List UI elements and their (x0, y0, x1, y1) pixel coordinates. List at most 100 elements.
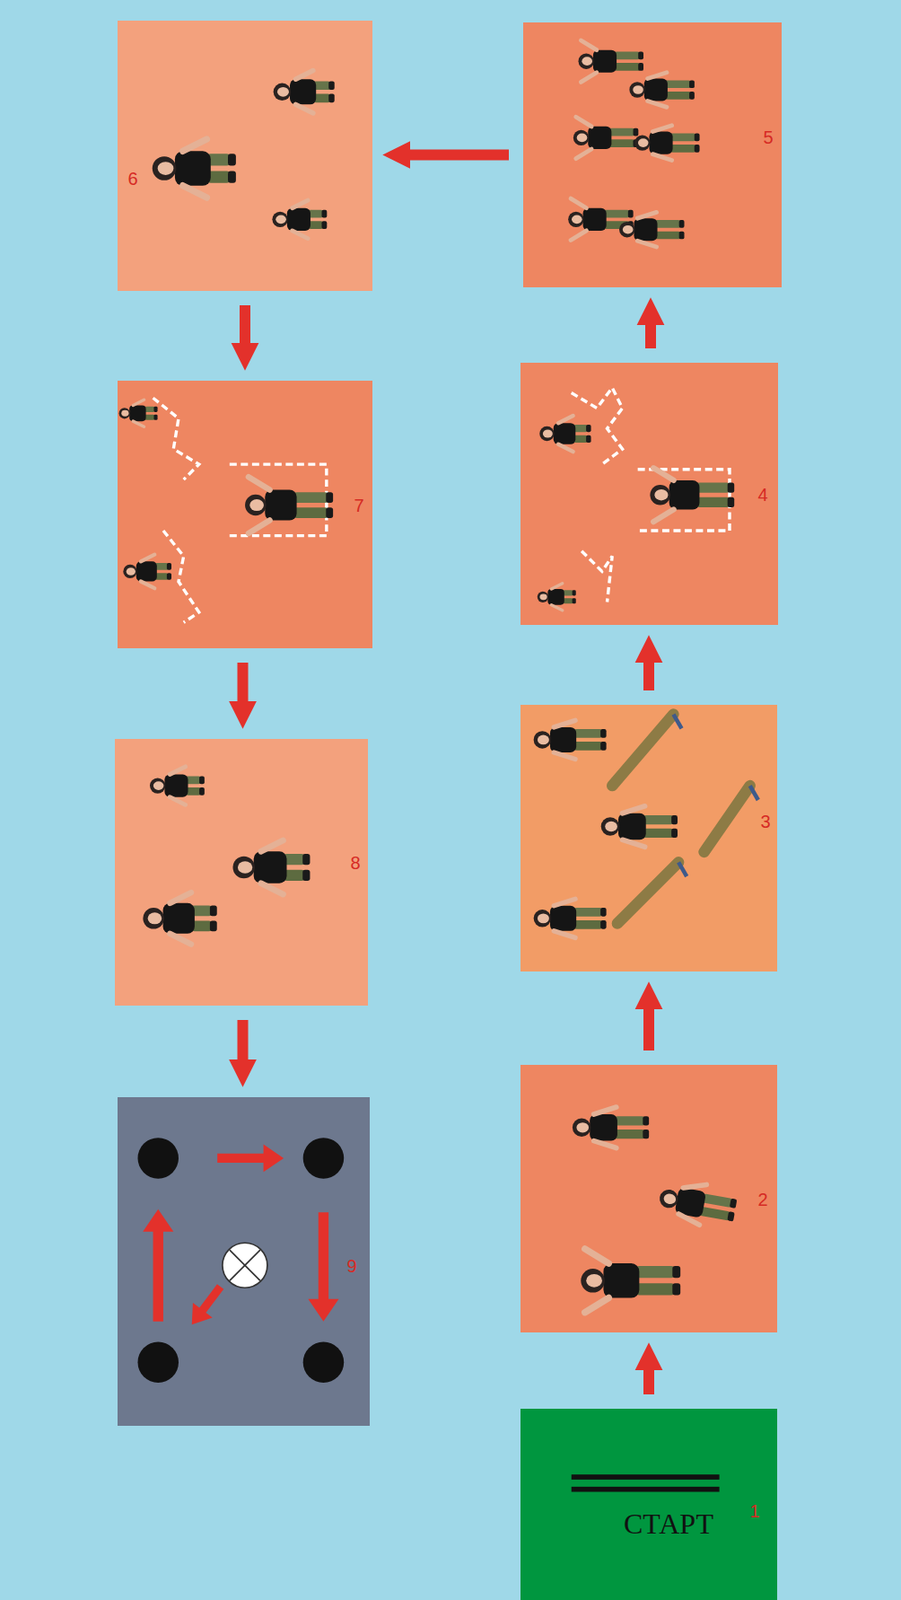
arm (622, 839, 646, 847)
station-panel: 3 (520, 704, 778, 971)
boot (726, 1210, 735, 1221)
boot (325, 491, 333, 503)
station-panel: 6 (117, 20, 373, 291)
head (533, 909, 552, 927)
arm (553, 752, 576, 760)
leg (573, 424, 588, 432)
boot (679, 219, 685, 228)
boot (328, 80, 334, 90)
arm (169, 796, 185, 805)
face (571, 215, 583, 225)
head (149, 777, 166, 793)
person-figure (149, 766, 205, 805)
face (542, 428, 553, 438)
arm (553, 719, 576, 727)
head (573, 130, 589, 146)
leg (562, 589, 574, 595)
leg (642, 814, 674, 824)
flow-arrow (237, 1019, 249, 1070)
face (153, 780, 165, 790)
boot (638, 62, 644, 71)
ladder-frame (153, 397, 200, 480)
boot (628, 220, 634, 229)
arm (558, 444, 573, 452)
torso (674, 1186, 707, 1217)
arm (594, 1140, 617, 1148)
person-figure (119, 399, 158, 427)
boot (572, 597, 577, 604)
head (271, 211, 288, 228)
head (619, 221, 635, 237)
station-number: 9 (346, 1256, 357, 1275)
person-figure (122, 554, 172, 589)
boot (328, 93, 334, 103)
face (537, 734, 550, 745)
arm (132, 399, 144, 405)
flow-arrow (645, 314, 657, 349)
boot (586, 424, 591, 432)
head (657, 1187, 680, 1209)
arm (140, 554, 155, 562)
boot (633, 139, 639, 148)
centre-mark (229, 1249, 261, 1280)
arm (652, 125, 672, 132)
station-number: 6 (127, 169, 138, 188)
boot (209, 904, 218, 916)
boot (586, 435, 591, 443)
station-number: 2 (757, 1189, 768, 1208)
boot (153, 406, 158, 412)
boot (153, 414, 158, 420)
face (277, 87, 289, 97)
person-figure (573, 116, 639, 158)
boot (689, 91, 695, 100)
head (122, 564, 137, 578)
leg (154, 572, 168, 580)
leg (696, 497, 731, 508)
arm (553, 930, 576, 938)
arm (261, 839, 284, 851)
person-figure (232, 839, 310, 894)
arm (296, 70, 314, 80)
person-figure (244, 476, 333, 534)
post (303, 1340, 344, 1382)
boot (694, 144, 700, 153)
station-panel: 4 (520, 362, 779, 625)
flow-arrow (643, 651, 655, 691)
torso (553, 422, 577, 445)
ladder-frame (638, 469, 730, 531)
flow-arrow (399, 149, 509, 161)
torso (174, 150, 211, 185)
station-number: 4 (757, 485, 768, 504)
person-figure (649, 467, 735, 522)
route-arrow (307, 1211, 339, 1321)
boot (638, 52, 644, 61)
post (137, 1137, 178, 1178)
person-figure (273, 70, 335, 114)
person-figure (619, 211, 684, 247)
face (576, 1121, 589, 1132)
post (303, 1137, 344, 1178)
torso (633, 218, 657, 241)
bench (617, 861, 679, 923)
boot (227, 170, 237, 183)
leg (603, 209, 630, 219)
start-line (571, 1486, 720, 1492)
arm (580, 72, 596, 83)
leg (608, 128, 635, 137)
arm (576, 116, 592, 127)
flow-arrow (643, 997, 655, 1050)
arm (551, 583, 562, 589)
torso (648, 131, 673, 155)
ladder-frame (229, 463, 327, 536)
arm (637, 240, 657, 247)
bench (612, 714, 674, 787)
arm (570, 198, 587, 209)
arm (580, 40, 596, 51)
flow-arrow (237, 662, 249, 712)
arm (585, 1248, 610, 1263)
start-label: СТАРТ (623, 1508, 714, 1538)
face (577, 133, 588, 143)
leg (307, 209, 324, 219)
boot (672, 1282, 681, 1295)
